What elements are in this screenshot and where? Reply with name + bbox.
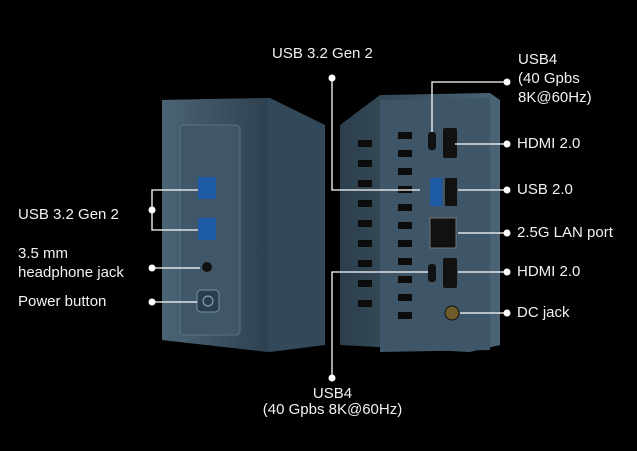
leader-dots <box>148 74 511 382</box>
label-usb4-bottom: USB4 (40 Gpbs 8K@60Hz) <box>250 384 415 419</box>
label-hdmi-2: HDMI 2.0 <box>517 263 581 280</box>
label-dc-jack: DC jack <box>517 304 570 321</box>
label-hdmi-1: HDMI 2.0 <box>517 135 581 152</box>
label-headphone: 3.5 mm headphone jack <box>18 244 124 282</box>
label-line: 8K@60Hz) <box>518 89 592 106</box>
usb20-port <box>445 178 457 206</box>
power-button <box>196 289 220 313</box>
label-line: 3.5 mm <box>18 245 69 262</box>
label-usb32-top: USB 3.2 Gen 2 <box>272 45 373 62</box>
usb-a-port-front-2 <box>198 218 216 240</box>
hdmi-port-1 <box>443 128 457 158</box>
lan-port <box>429 217 457 249</box>
label-line: (40 Gpbs <box>518 70 580 87</box>
label-line: USB4 <box>518 51 558 68</box>
label-power: Power button <box>18 293 107 310</box>
dc-jack <box>444 305 460 321</box>
label-lan: 2.5G LAN port <box>517 224 613 241</box>
label-usb20: USB 2.0 <box>517 181 573 198</box>
usb4-port-bottom <box>428 264 436 282</box>
usb-a-port-front-1 <box>198 177 216 199</box>
leader-lines <box>151 78 507 378</box>
label-line: (40 Gpbs 8K@60Hz) <box>262 401 403 418</box>
headphone-jack <box>202 262 212 272</box>
hdmi-port-2 <box>443 258 457 288</box>
usb32-port-rear <box>430 178 442 206</box>
label-usb32-front: USB 3.2 Gen 2 <box>18 206 119 223</box>
label-usb4-top: USB4 (40 Gpbs 8K@60Hz) <box>518 50 592 107</box>
label-line: headphone jack <box>18 264 124 281</box>
device-front <box>162 98 325 352</box>
usb4-port-top <box>428 132 436 150</box>
device-rear <box>340 93 500 352</box>
label-line: USB4 <box>312 385 353 402</box>
